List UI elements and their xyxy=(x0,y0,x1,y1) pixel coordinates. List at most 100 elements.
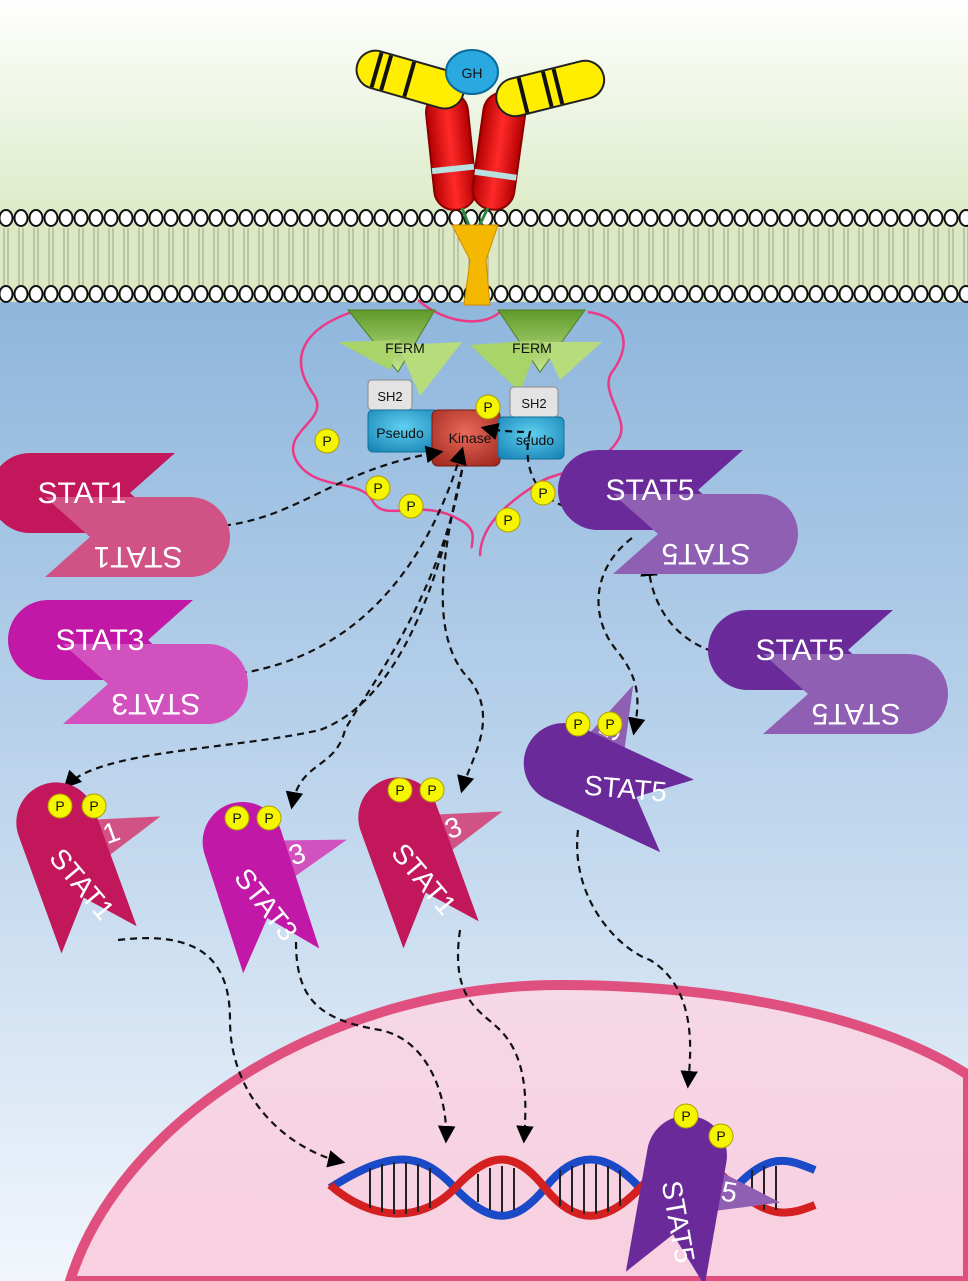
lipid-head-inner xyxy=(793,285,809,303)
stat-label-bottom: STAT1 xyxy=(94,540,183,573)
lipid-head-outer xyxy=(748,209,764,227)
lipid-head-inner xyxy=(13,285,29,303)
lipid-head-inner xyxy=(958,285,968,303)
lipid-head-outer xyxy=(238,209,254,227)
lipid-head-outer xyxy=(118,209,134,227)
lipid-tail xyxy=(738,228,744,285)
lipid-head-inner xyxy=(718,285,734,303)
phosphate-label: P xyxy=(538,485,547,501)
lipid-head-outer xyxy=(703,209,719,227)
phosphate-circle xyxy=(530,480,556,506)
lipid-tail xyxy=(318,228,324,285)
lipid-tail xyxy=(963,228,968,285)
lipid-head-outer xyxy=(0,209,14,227)
phosphate-circle xyxy=(475,394,501,420)
lipid-tail xyxy=(663,228,669,285)
lipid-head-inner xyxy=(88,285,104,303)
lipid-tail xyxy=(843,228,849,285)
lipid-head-outer xyxy=(223,209,239,227)
lipid-head-inner xyxy=(358,285,374,303)
phosphate-circle xyxy=(47,793,73,819)
lipid-tail xyxy=(873,228,879,285)
lipid-head-inner xyxy=(613,285,629,303)
arrow-stat1-to-jak xyxy=(211,445,444,529)
lipid-tail xyxy=(858,228,864,285)
lipid-head-inner xyxy=(58,285,74,303)
gh-hormone xyxy=(445,49,499,95)
lipid-head-inner xyxy=(673,285,689,303)
lipid-tail xyxy=(93,228,99,285)
lipid-head-outer xyxy=(178,209,194,227)
lipid-head-inner xyxy=(208,285,224,303)
phosphate-circle xyxy=(398,493,424,519)
lipid-head-outer xyxy=(73,209,89,227)
lipid-head-inner xyxy=(418,285,434,303)
phosphate-label: P xyxy=(573,716,582,732)
arrow-stat1p-b-to-dna xyxy=(457,929,534,1144)
lipid-head-inner xyxy=(43,285,59,303)
lipid-tail xyxy=(618,228,624,285)
jak2-left: FERM SH2 Pseudo Kinase xyxy=(338,309,501,467)
phosphate-label: P xyxy=(427,782,436,798)
lipid-tail xyxy=(303,228,309,285)
ferm-right-label: FERM xyxy=(512,340,552,356)
lipid-tail xyxy=(183,228,189,285)
lipid-head-outer xyxy=(508,209,524,227)
stat-monomer-front xyxy=(202,802,320,974)
arrow-stat3-to-jak xyxy=(227,446,467,677)
phosphate-circle xyxy=(597,711,623,737)
lipid-tail xyxy=(363,228,369,285)
lipid-tail xyxy=(558,228,564,285)
lipid-tail xyxy=(63,228,69,285)
phosphate-circle xyxy=(81,793,107,819)
lipid-tail xyxy=(513,228,519,285)
stat-monomer-bottom xyxy=(63,644,248,724)
lipid-head-inner xyxy=(523,285,539,303)
gh-ligand-right xyxy=(495,59,606,118)
lipid-head-outer xyxy=(403,209,419,227)
lipid-head-inner xyxy=(538,285,554,303)
lipid-head-outer xyxy=(673,209,689,227)
lipid-head-inner xyxy=(778,285,794,303)
ferm-left-label: FERM xyxy=(385,340,425,356)
lipid-head-inner xyxy=(808,285,824,303)
stat-label-top: STAT5 xyxy=(756,634,845,667)
lipid-tail xyxy=(753,228,759,285)
phosphate-circle xyxy=(387,777,413,803)
lipid-head-outer xyxy=(808,209,824,227)
lipid-head-outer xyxy=(838,209,854,227)
sh2-right-label: SH2 xyxy=(521,396,546,411)
lipid-tail xyxy=(543,228,549,285)
phosphate-circle xyxy=(495,507,521,533)
lipid-head-outer xyxy=(133,209,149,227)
phosphate-circle xyxy=(565,711,591,737)
lipid-head-inner xyxy=(928,285,944,303)
lipid-tail xyxy=(723,228,729,285)
lipid-head-inner xyxy=(568,285,584,303)
lipid-head-outer xyxy=(28,209,44,227)
phosphate-label: P xyxy=(605,716,614,732)
lipid-head-inner xyxy=(628,285,644,303)
stat-monomer-front xyxy=(625,1115,727,1281)
gh-label: GH xyxy=(462,65,483,81)
lipid-tail xyxy=(213,228,219,285)
arrow-jak-to-stat1p-b xyxy=(441,469,485,794)
lipid-head-outer xyxy=(538,209,554,227)
lipid-tail xyxy=(708,228,714,285)
lipid-head-inner xyxy=(298,285,314,303)
arrow-stat5p-to-nucleus xyxy=(576,829,698,1089)
phosphate-label: P xyxy=(503,512,512,528)
stat-monomer-front xyxy=(523,723,694,853)
arrow-jak-to-stat3p xyxy=(285,469,464,810)
lipid-head-outer xyxy=(928,209,944,227)
phosphate-circle xyxy=(673,1103,699,1129)
lipid-tail xyxy=(123,228,129,285)
stat-monomer-front xyxy=(358,777,479,949)
lipid-head-outer xyxy=(433,209,449,227)
pseudo-left-label: Pseudo xyxy=(376,425,424,441)
lipid-head-inner xyxy=(163,285,179,303)
